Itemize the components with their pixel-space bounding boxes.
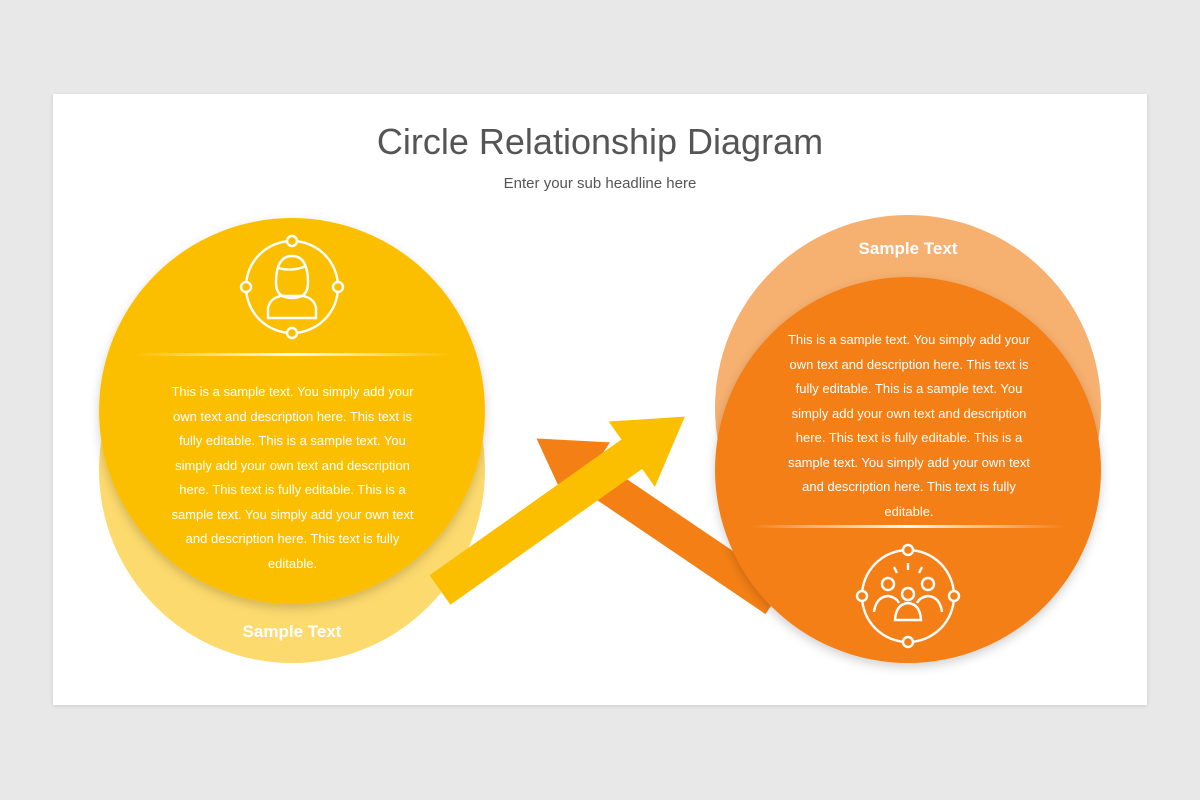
right-description: This is a sample text. You simply add yo… (787, 332, 1031, 519)
right-label: Sample Text (858, 239, 958, 258)
page-subtitle: Enter your sub headline here (503, 175, 697, 192)
page-title: Circle Relationship Diagram (376, 121, 824, 162)
orange-arrow (536, 438, 785, 615)
yellow-arrow (429, 416, 685, 605)
left-divider-line (135, 353, 450, 356)
right-main-circle (715, 277, 1101, 663)
left-main-circle (99, 218, 485, 604)
right-divider-line (750, 525, 1065, 528)
team-group-icon (855, 543, 961, 649)
left-description: This is a sample text. You simply add yo… (171, 384, 414, 571)
left-label: Sample Text (242, 622, 342, 641)
person-profile-icon (239, 234, 345, 340)
